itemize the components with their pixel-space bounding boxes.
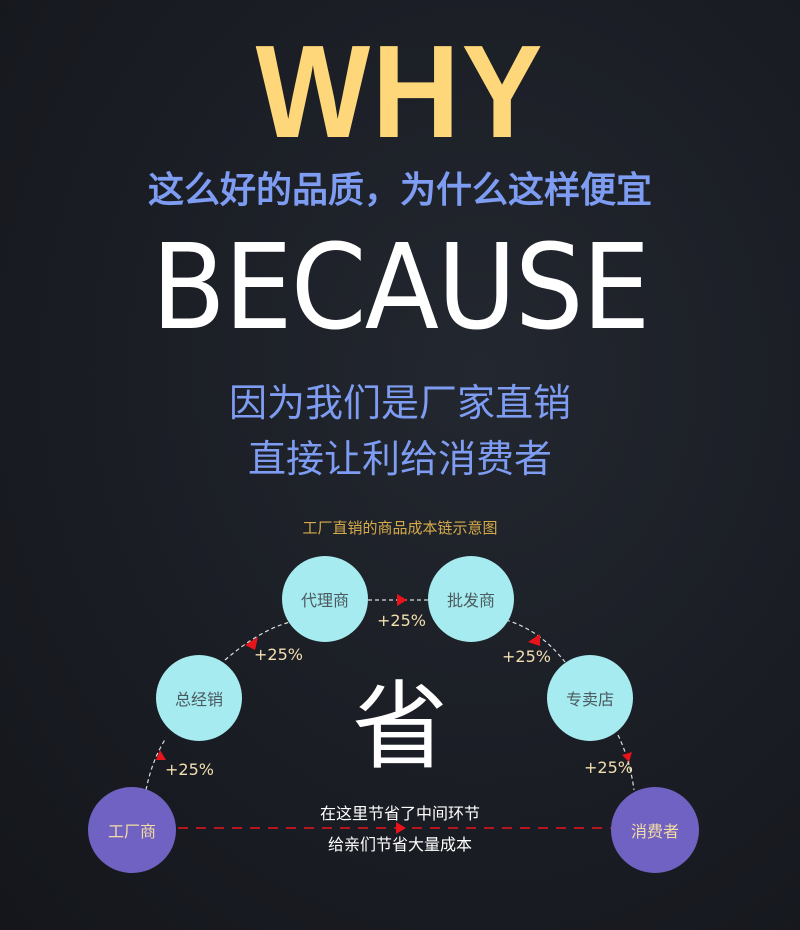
markup-label: +25% — [377, 611, 426, 630]
node-factory: 工厂商 — [88, 787, 176, 873]
node-consumer: 消费者 — [611, 787, 699, 873]
node-general-distributor: 总经销 — [156, 655, 242, 741]
because-heading: BECAUSE — [151, 218, 650, 356]
arrow-icons — [156, 594, 632, 834]
reason-line-2: 直接让利给消费者 — [247, 437, 552, 481]
node-agent: 代理商 — [282, 556, 368, 642]
question-subtitle: 这么好的品质，为什么这样便宜 — [147, 170, 652, 211]
why-heading: WHY — [255, 18, 545, 165]
markup-label: +25% — [502, 647, 551, 666]
markup-label: +25% — [165, 760, 214, 779]
markup-label: +25% — [254, 645, 303, 664]
savings-note-line-2: 给亲们节省大量成本 — [327, 835, 472, 854]
node-specialty-store: 专卖店 — [547, 655, 633, 741]
diagram-title: 工厂直销的商品成本链示意图 — [302, 519, 498, 537]
arrow-right-icon — [396, 822, 406, 834]
arrow-icon — [245, 637, 258, 650]
arrow-right-icon — [397, 594, 407, 606]
arrow-down-icon — [622, 752, 632, 762]
save-character: 省 — [352, 671, 448, 783]
node-wholesaler: 批发商 — [428, 556, 514, 642]
savings-note-line-1: 在这里节省了中间环节 — [319, 804, 480, 823]
markup-label: +25% — [584, 758, 633, 777]
arrow-up-icon — [156, 750, 166, 760]
arrow-icon — [528, 634, 540, 646]
reason-line-1: 因为我们是厂家直销 — [228, 381, 571, 425]
